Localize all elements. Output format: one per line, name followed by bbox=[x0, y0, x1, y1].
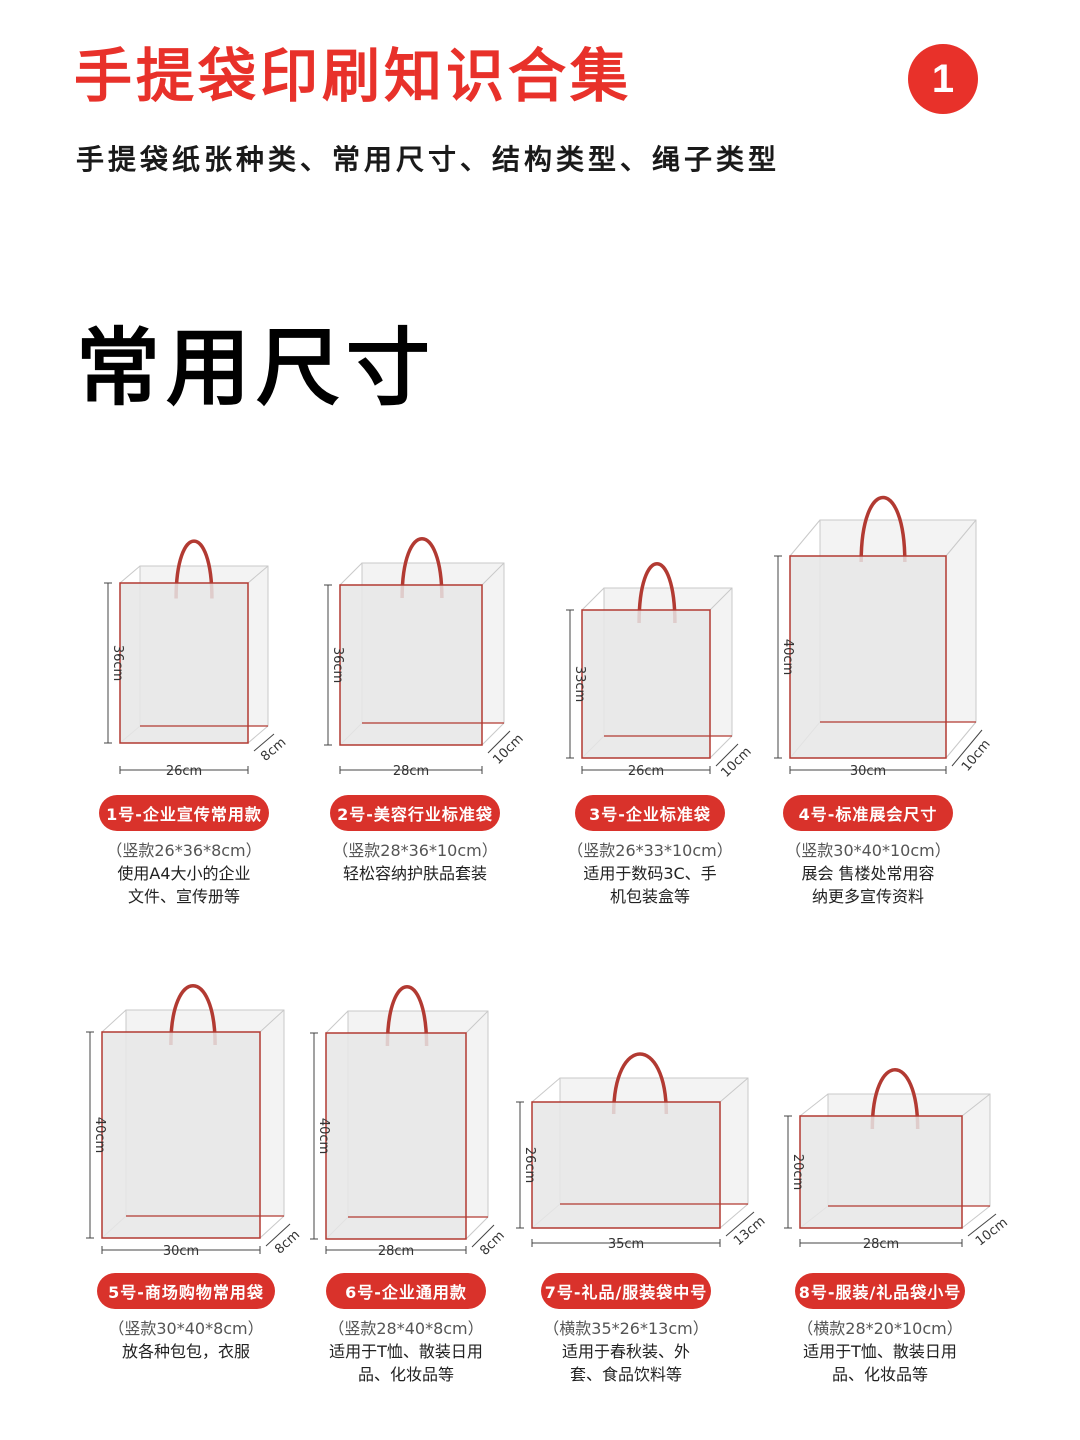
bag-description: 放各种包包，衣服 bbox=[76, 1340, 296, 1363]
bag-front-panel bbox=[799, 1115, 963, 1229]
width-label: 35cm bbox=[608, 1237, 644, 1252]
height-label: 40cm bbox=[780, 639, 795, 675]
bag-description-line: 轻松容纳护肤品套装 bbox=[342, 864, 487, 883]
bag-name-label: 8号-服装/礼品袋小号 bbox=[795, 1273, 965, 1309]
depth-label: 10cm bbox=[718, 744, 754, 780]
bag-spec: （竖款26*33*10cm） bbox=[567, 841, 733, 860]
width-label: 30cm bbox=[163, 1244, 199, 1259]
depth-label: 10cm bbox=[973, 1215, 1011, 1249]
page-title: 手提袋印刷知识合集 bbox=[74, 42, 633, 110]
bag-description-line: 机包装盒等 bbox=[609, 887, 690, 906]
bag-front-panel bbox=[119, 582, 249, 744]
bag-spec: （竖款30*40*8cm） bbox=[108, 1319, 264, 1338]
bag-front-panel bbox=[789, 555, 947, 759]
bag-handle bbox=[611, 1052, 669, 1115]
bag-description-line: 适用于T恤、散装日用 bbox=[803, 1342, 957, 1361]
bag-description-line: 放各种包包，衣服 bbox=[121, 1342, 250, 1361]
depth-label: 10cm bbox=[490, 731, 526, 767]
width-label: 26cm bbox=[166, 764, 202, 779]
bag-spec: （竖款26*36*8cm） bbox=[106, 841, 262, 860]
width-label: 28cm bbox=[863, 1237, 899, 1252]
bag-front-panel bbox=[531, 1101, 721, 1229]
bag-description-line: 套、食品饮料等 bbox=[569, 1365, 682, 1384]
bag-name-label: 4号-标准展会尺寸 bbox=[783, 795, 953, 831]
depth-label: 10cm bbox=[959, 737, 994, 775]
bag-description-line: 使用A4大小的企业 bbox=[117, 864, 251, 883]
page-number-badge: 1 bbox=[908, 44, 978, 114]
bag-name-label: 7号-礼品/服装袋中号 bbox=[541, 1273, 711, 1309]
bag-handle bbox=[637, 562, 677, 624]
height-label: 40cm bbox=[316, 1118, 331, 1154]
bag-description-line: 品、化妆品等 bbox=[831, 1365, 928, 1384]
bag-spec: （竖款28*36*10cm） bbox=[332, 841, 498, 860]
bag-description: 适用于春秋装、外套、食品饮料等 bbox=[516, 1340, 736, 1386]
bag-front-panel bbox=[101, 1031, 261, 1239]
bag-spec: （竖款28*40*8cm） bbox=[328, 1319, 484, 1338]
width-label: 26cm bbox=[628, 764, 664, 779]
bag-description-line: 品、化妆品等 bbox=[357, 1365, 454, 1384]
bag-spec: （竖款30*40*10cm） bbox=[785, 841, 951, 860]
page-subtitle: 手提袋纸张种类、常用尺寸、结构类型、绳子类型 bbox=[76, 143, 781, 176]
bag-description-line: 适用于数码3C、手 bbox=[583, 864, 717, 883]
bag-spec: （横款35*26*13cm） bbox=[543, 1319, 709, 1338]
bag-name-label: 3号-企业标准袋 bbox=[575, 795, 725, 831]
width-label: 28cm bbox=[378, 1244, 414, 1259]
width-label: 30cm bbox=[850, 764, 886, 779]
bag-description: 适用于数码3C、手机包装盒等 bbox=[540, 862, 760, 908]
bag-name-label: 2号-美容行业标准袋 bbox=[330, 795, 500, 831]
bag-spec: （横款28*20*10cm） bbox=[797, 1319, 963, 1338]
bag-handle bbox=[174, 539, 214, 599]
bag-description: 适用于T恤、散装日用品、化妆品等 bbox=[770, 1340, 990, 1386]
depth-label: 8cm bbox=[272, 1227, 303, 1257]
bag-description-line: 纳更多宣传资料 bbox=[811, 887, 924, 906]
bag-handle bbox=[385, 985, 429, 1047]
bag-description: 适用于T恤、散装日用品、化妆品等 bbox=[296, 1340, 516, 1386]
bag-handle bbox=[859, 496, 907, 563]
bag-name-label: 5号-商场购物常用袋 bbox=[97, 1273, 275, 1309]
height-label: 33cm bbox=[572, 666, 587, 702]
bag-description-line: 适用于T恤、散装日用 bbox=[329, 1342, 483, 1361]
bag-name-label: 1号-企业宣传常用款 bbox=[99, 795, 269, 831]
bag-description: 轻松容纳护肤品套装 bbox=[305, 862, 525, 885]
bag-description: 展会 售楼处常用容纳更多宣传资料 bbox=[758, 862, 978, 908]
bag-handle bbox=[169, 984, 217, 1046]
bag-front-panel bbox=[581, 609, 711, 759]
depth-label: 8cm bbox=[477, 1228, 507, 1258]
bag-description-line: 展会 售楼处常用容 bbox=[801, 864, 935, 883]
bag-handle bbox=[870, 1068, 920, 1130]
bag-name-label: 6号-企业通用款 bbox=[326, 1273, 486, 1309]
bag-front-panel bbox=[325, 1032, 467, 1240]
bag-description-line: 适用于春秋装、外 bbox=[561, 1342, 690, 1361]
height-label: 36cm bbox=[110, 645, 125, 681]
height-label: 20cm bbox=[790, 1154, 805, 1190]
depth-label: 8cm bbox=[258, 735, 289, 765]
section-title: 常用尺寸 bbox=[76, 319, 437, 417]
height-label: 26cm bbox=[522, 1147, 537, 1183]
bag-description-line: 文件、宣传册等 bbox=[127, 887, 240, 906]
height-label: 40cm bbox=[92, 1117, 107, 1153]
bag-description: 使用A4大小的企业文件、宣传册等 bbox=[74, 862, 294, 908]
bag-front-panel bbox=[339, 584, 483, 746]
width-label: 28cm bbox=[393, 764, 429, 779]
height-label: 36cm bbox=[330, 647, 345, 683]
bag-handle bbox=[400, 537, 444, 599]
depth-label: 13cm bbox=[731, 1214, 768, 1249]
